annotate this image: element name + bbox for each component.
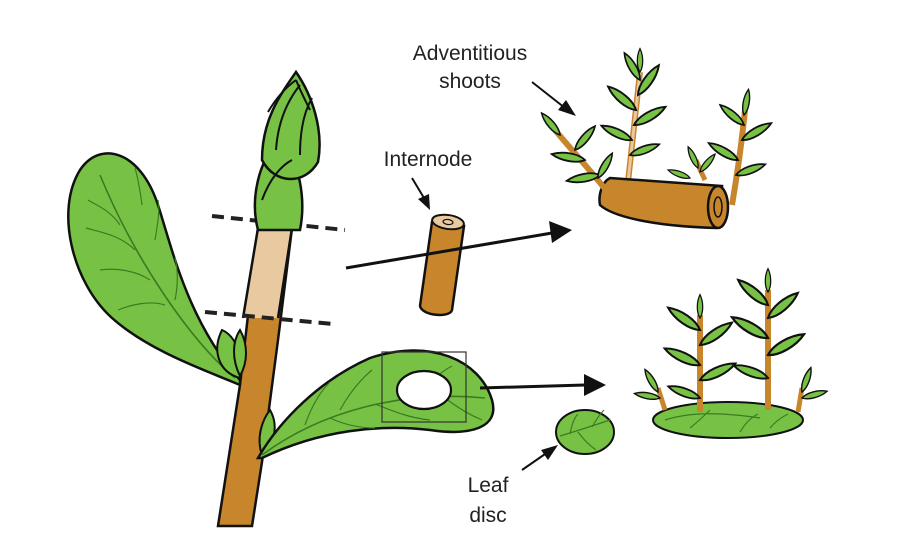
parent-plant [67,69,495,528]
label-disc: disc [469,504,506,527]
label-shoots: shoots [439,70,501,93]
large-leaf-left [67,152,242,387]
regenerating-leaf-disc [633,267,829,439]
axillary-bud-upper [216,328,247,380]
lower-cut-line [204,310,334,326]
label-leaf: Leaf [468,474,509,497]
label-adventitious: Adventitious [413,42,527,65]
arrow-internode-to-callus [345,231,553,270]
pointer-internode-head [418,194,430,210]
punched-hole [395,369,453,411]
leaf-disc [555,409,615,455]
pointer-internode [411,177,425,199]
arrow-leaf-to-shoots [479,383,586,390]
arrow-head-lower [584,374,606,396]
terminal-bud [253,69,321,232]
label-internode: Internode [384,148,473,171]
pointer-leaf-disc [521,451,549,471]
pointer-shoots-head [558,100,576,116]
arrow-head-upper [549,221,572,243]
disc-selection-box [381,351,467,423]
large-leaf-right [255,349,495,460]
pointer-leaf-disc-head [541,445,558,460]
pointer-shoots [531,81,566,109]
regenerating-internode [538,47,775,230]
internode-segment [418,213,466,317]
